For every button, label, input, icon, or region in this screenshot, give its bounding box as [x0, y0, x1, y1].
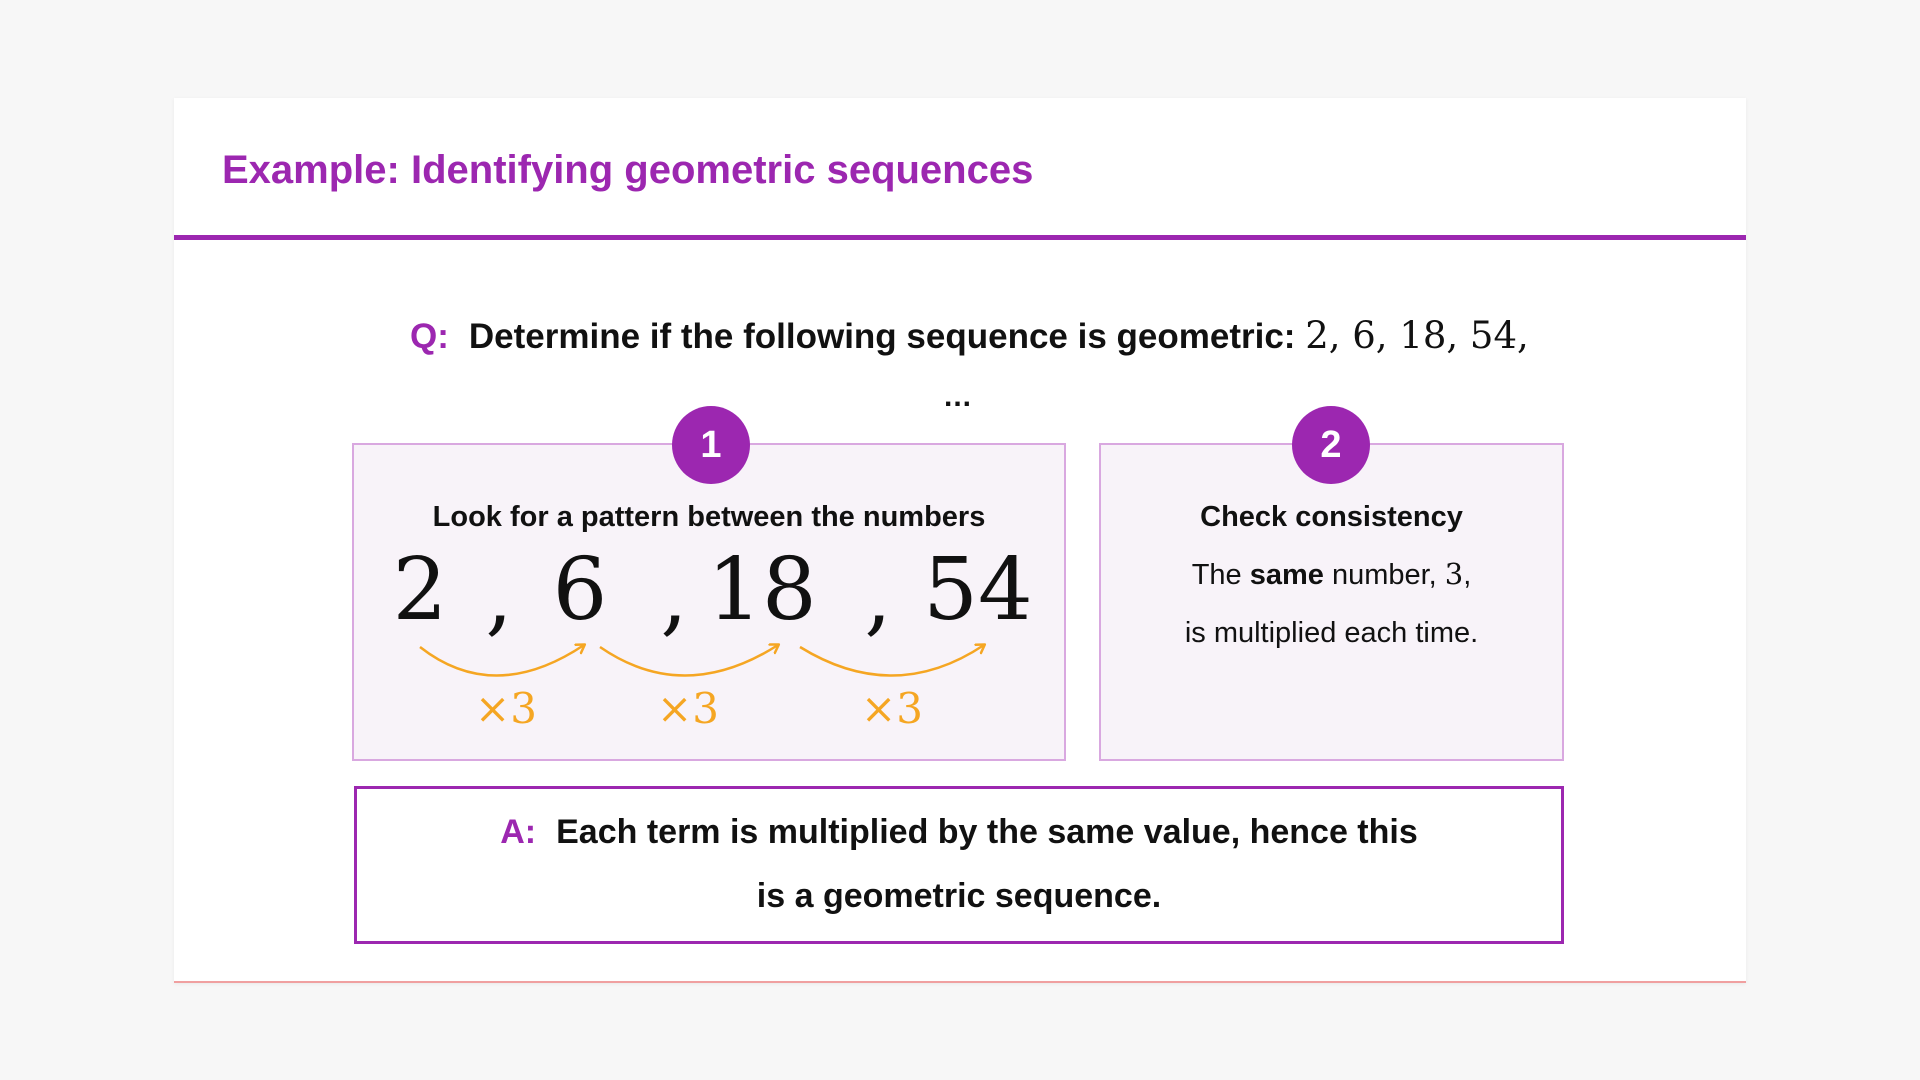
multiplier-label: ×3: [475, 684, 537, 733]
step-2-math: 3: [1444, 557, 1464, 591]
sequence-comma: ,: [485, 546, 512, 646]
step-1-badge: 1: [672, 406, 750, 484]
sequence-term: 18: [707, 545, 816, 640]
step-1-heading: Look for a pattern between the numbers: [432, 501, 986, 533]
step-2-text: The: [1191, 559, 1250, 591]
page-title: Example: Identifying geometric sequences: [222, 148, 1034, 192]
multiply-arrow: [419, 645, 584, 677]
step-2-emphasis: same: [1249, 559, 1324, 591]
multiplier-label: ×3: [657, 684, 719, 733]
question: Q: Determine if the following sequence is…: [410, 314, 1529, 357]
step-2-box: Check consistency The same number, 3, is…: [1099, 443, 1564, 761]
sequence-term: 2: [393, 545, 448, 640]
answer-label: A:: [500, 813, 537, 851]
sequence-term: 54: [923, 545, 1032, 640]
answer-line-2: is a geometric sequence.: [756, 877, 1162, 915]
question-text: Determine if the following sequence is g…: [468, 317, 1296, 356]
question-sequence: 2, 6, 18, 54,: [1305, 314, 1529, 357]
slide: Example: Identifying geometric sequences…: [174, 98, 1746, 983]
sequence-term: 6: [553, 545, 608, 640]
title-divider: [174, 235, 1746, 240]
sequence-comma: ,: [660, 546, 687, 646]
answer-text: Each term is multiplied by the same valu…: [556, 813, 1418, 851]
answer-line-1: A: Each term is multiplied by the same va…: [357, 813, 1561, 852]
answer-box: A: Each term is multiplied by the same va…: [354, 786, 1564, 944]
question-ellipsis: ...: [944, 380, 973, 413]
sequence-comma: ,: [864, 546, 891, 646]
sequence-diagram: 2 , 6 , 18 , 54 ×3 ×3 ×3: [393, 545, 1033, 733]
multiply-arrow: [799, 645, 984, 677]
step-2-line-2: is multiplied each time.: [1184, 617, 1479, 649]
step-2-badge: 2: [1292, 406, 1370, 484]
multiplier-label: ×3: [861, 684, 923, 733]
step-2-heading: Check consistency: [1200, 501, 1463, 533]
question-label: Q:: [410, 317, 449, 356]
step-2-text: ,: [1463, 559, 1472, 591]
step-2-line-1: The same number, 3,: [1101, 557, 1562, 592]
step-1-box: Look for a pattern between the numbers 2…: [352, 443, 1066, 761]
multiply-arrow: [599, 645, 778, 677]
step-2-text: number,: [1323, 559, 1445, 591]
